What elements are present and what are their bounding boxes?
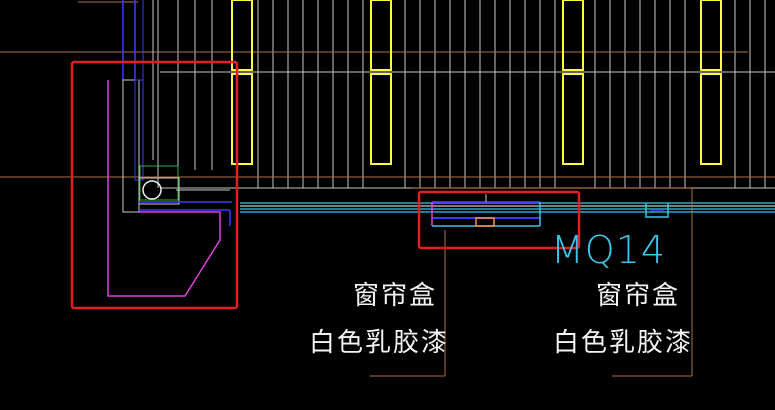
mullion-tag-label: MQ14 — [551, 228, 667, 272]
highlight-box-center — [417, 190, 581, 250]
glazing-track-lines — [240, 187, 775, 213]
yellow-mullions — [231, 0, 722, 165]
ceiling-grid-lines — [157, 0, 766, 188]
horizontal-reference-lines — [0, 1, 775, 189]
note-finish-2: 白色乳胶漆 — [553, 328, 694, 358]
annotation-leader-lines — [370, 230, 692, 377]
wall-section-detail — [107, 0, 232, 297]
note-finish-1: 白色乳胶漆 — [309, 328, 450, 358]
note-title-2: 窗帘盒 — [596, 281, 681, 311]
highlight-boxes — [70, 60, 581, 310]
highlight-box-left — [70, 60, 239, 310]
curtain-box-profile-center — [431, 194, 541, 227]
curtain-box-profile-right — [645, 188, 693, 376]
note-title-1: 窗帘盒 — [353, 281, 438, 311]
